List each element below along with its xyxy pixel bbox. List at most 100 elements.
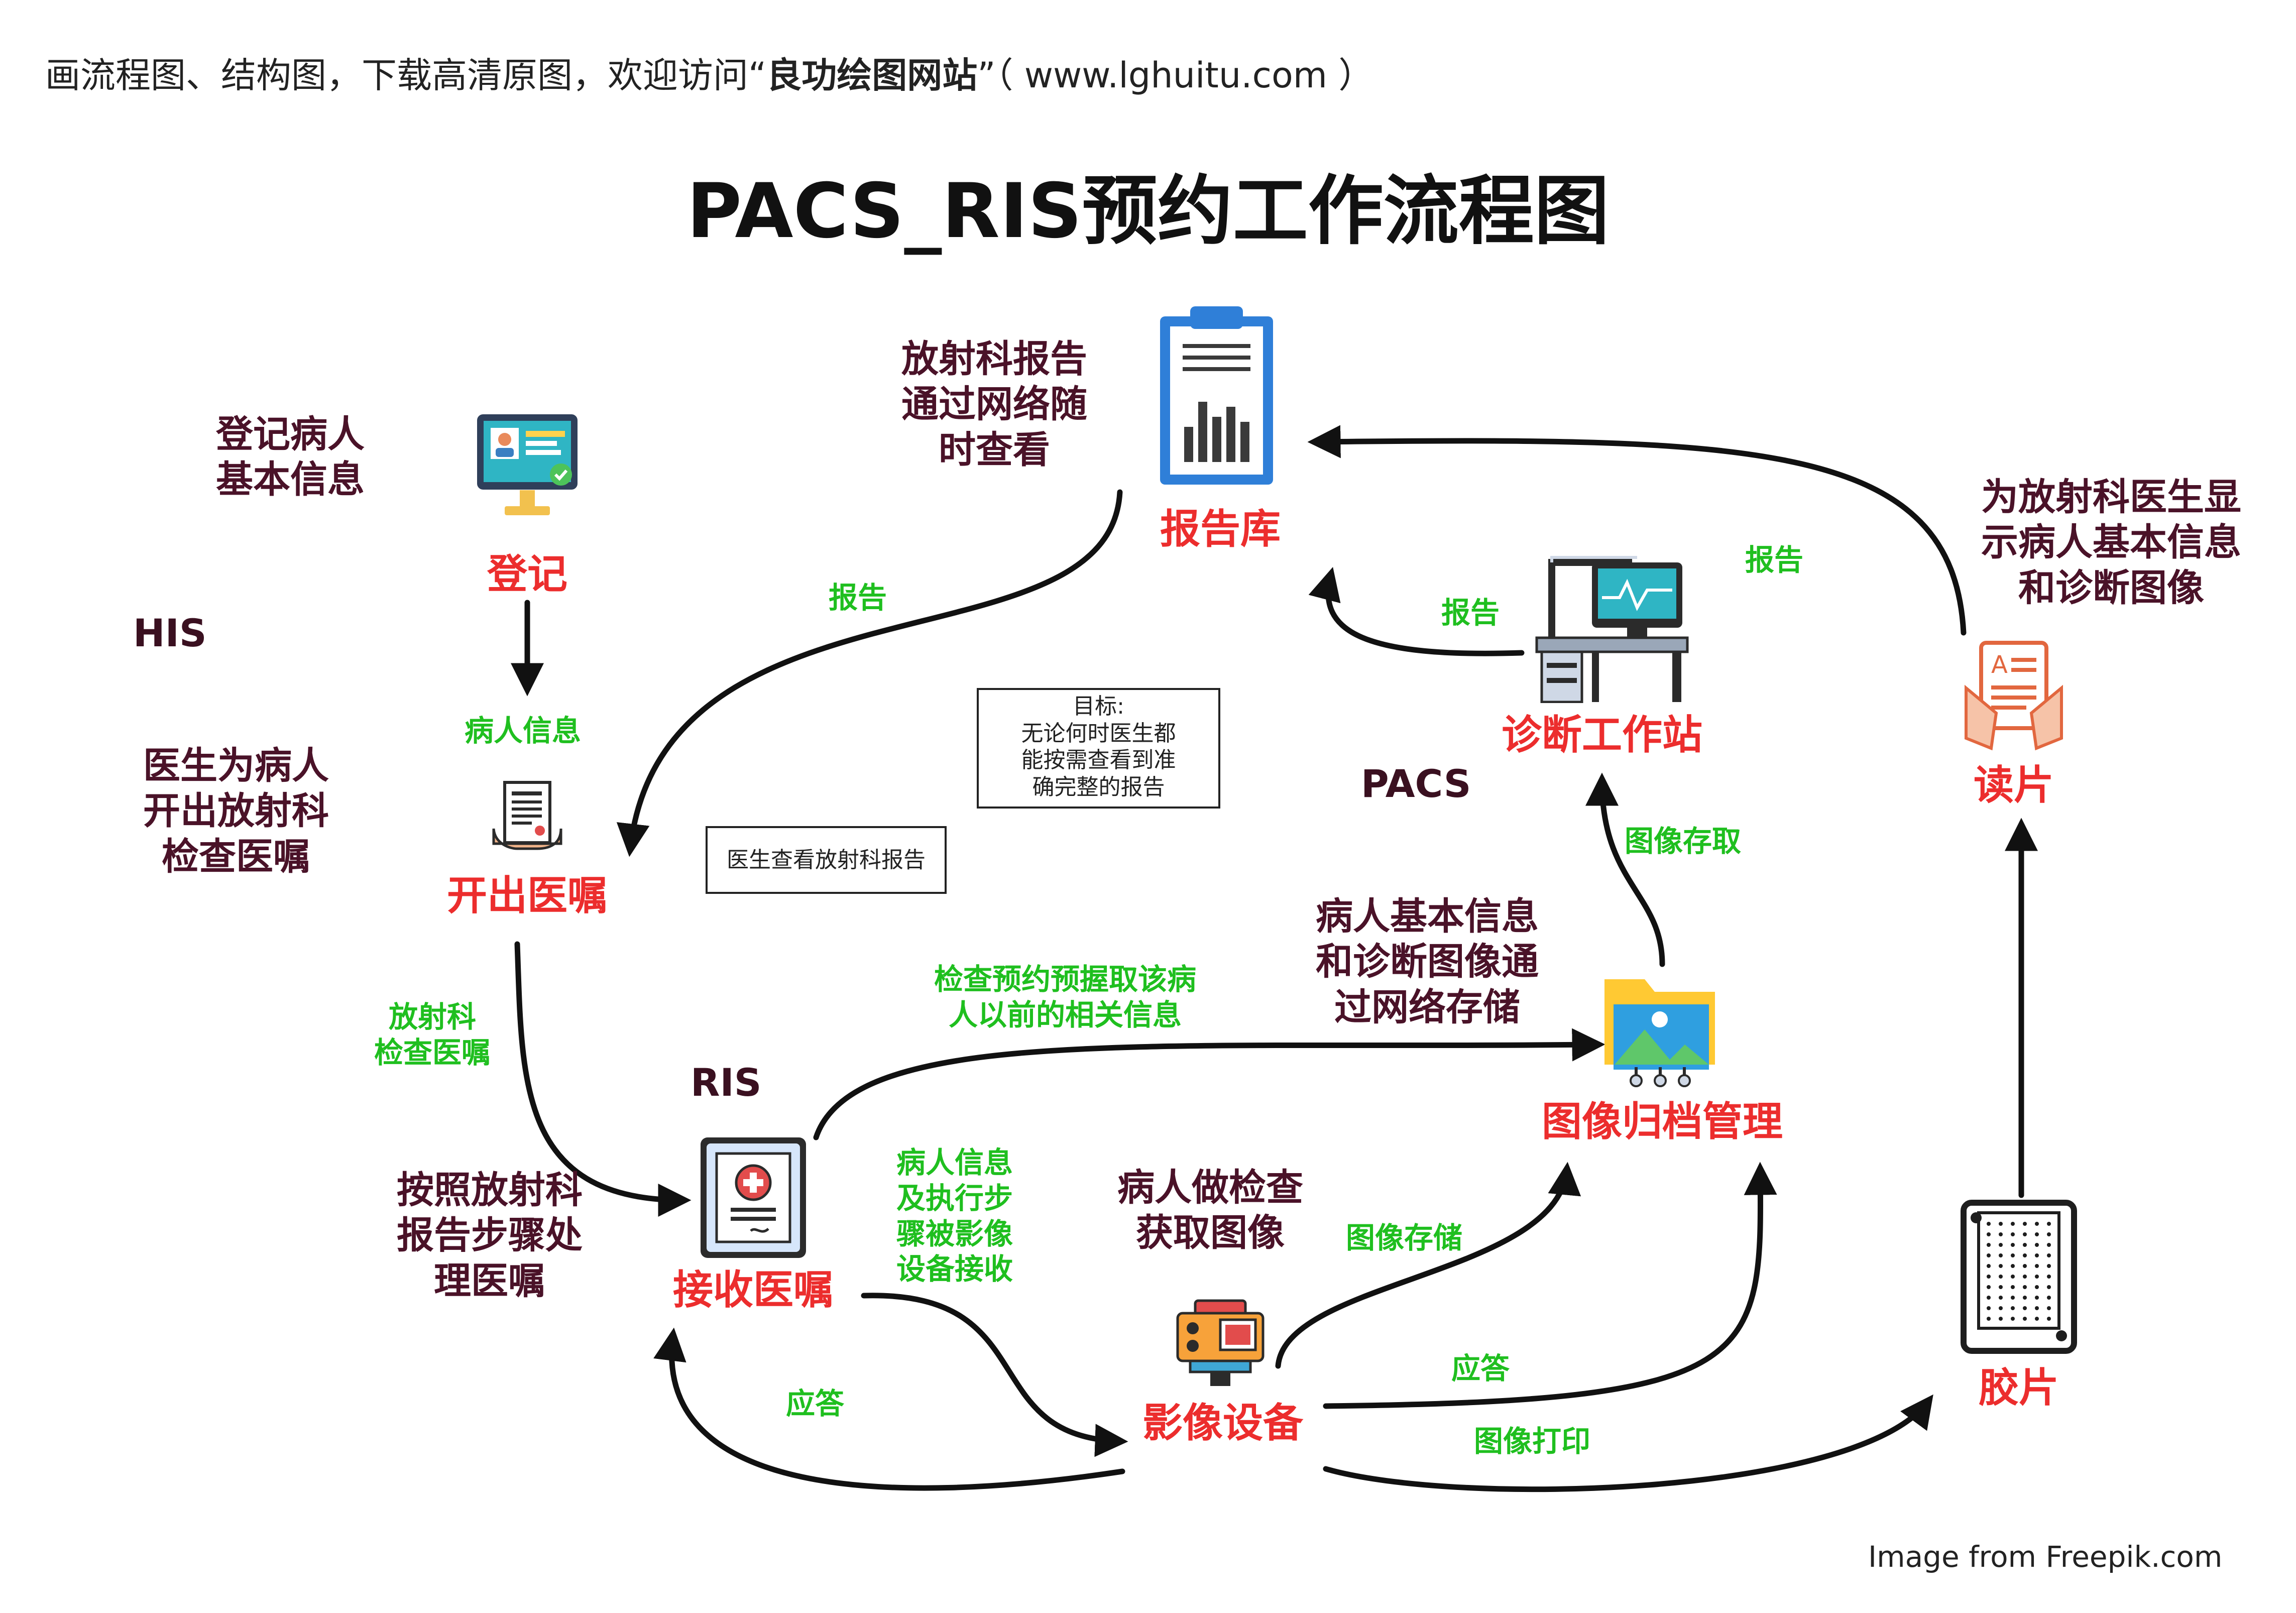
arrow-archive-to-workstation bbox=[1585, 772, 1665, 967]
node-imaging-device: 影像设备 bbox=[1142, 1400, 1303, 1446]
folder-image-icon bbox=[1604, 979, 1715, 1087]
system-label-ris: RIS bbox=[691, 1060, 762, 1105]
film-dot bbox=[1999, 1306, 2003, 1310]
header-note: 画流程图、结构图，下载高清原图，欢迎访问“良功绘图网站”（ www.lghuit… bbox=[45, 54, 1373, 97]
film-dot bbox=[2035, 1243, 2039, 1247]
desc-report-view: 放射科报告 通过网络随 时查看 bbox=[901, 337, 1087, 472]
prescription-document-icon bbox=[492, 781, 562, 850]
node-receive-order: 接收医嘱 bbox=[673, 1266, 834, 1313]
film-dot bbox=[1987, 1253, 1991, 1257]
film-dot bbox=[1999, 1317, 2003, 1321]
desc-exam: 病人做检查 获取图像 bbox=[1117, 1166, 1303, 1255]
arrow-workstation-to-reportdb bbox=[1308, 567, 1525, 656]
film-dot bbox=[2023, 1232, 2027, 1236]
desc-process: 按照放射科 报告步骤处 理医嘱 bbox=[397, 1169, 583, 1303]
film-dot bbox=[2035, 1306, 2039, 1310]
svg-text:A: A bbox=[1991, 651, 2008, 679]
arrow-device-to-receive bbox=[653, 1327, 1125, 1491]
film-dot bbox=[2047, 1317, 2051, 1321]
film-dot bbox=[1999, 1243, 2003, 1247]
film-dot bbox=[1987, 1232, 1991, 1236]
film-dot bbox=[2047, 1253, 2051, 1257]
edge-label-report-to-order: 报告 bbox=[829, 581, 887, 615]
arrow-device-to-archive-store bbox=[1275, 1162, 1581, 1369]
node-report-db: 报告库 bbox=[1160, 506, 1281, 552]
film-dot bbox=[2011, 1296, 2015, 1300]
film-dot bbox=[1999, 1285, 2003, 1289]
node-film: 胶片 bbox=[1979, 1364, 2059, 1411]
system-label-his: HIS bbox=[133, 611, 207, 655]
film-dot bbox=[2023, 1285, 2027, 1289]
film-dot bbox=[2047, 1296, 2051, 1300]
arrow-reportdb-to-order bbox=[616, 489, 1123, 857]
film-dot bbox=[1987, 1243, 1991, 1247]
note-goal-text: 目标: 无论何时医生都 能按需查看到准 确完整的报告 bbox=[1021, 694, 1176, 800]
header-suffix: ”（ www.lghuitu.com ） bbox=[977, 55, 1374, 96]
film-dot bbox=[2023, 1275, 2027, 1279]
header-prefix: 画流程图、结构图，下载高清原图，欢迎访问“ bbox=[45, 55, 767, 96]
desc-register: 登记病人 基本信息 bbox=[216, 413, 365, 502]
film-dot bbox=[2023, 1296, 2027, 1300]
edge-label-report-ws: 报告 bbox=[1441, 596, 1500, 630]
film-dot bbox=[1987, 1285, 1991, 1289]
film-dot bbox=[2047, 1232, 2051, 1236]
film-dot bbox=[2035, 1222, 2039, 1226]
edge-label-response-right: 应答 bbox=[1451, 1351, 1510, 1386]
film-dot bbox=[2047, 1222, 2051, 1226]
film-dot bbox=[2011, 1253, 2015, 1257]
arrow-receive-to-archive bbox=[813, 1028, 1605, 1140]
desc-display: 为放射科医生显 示病人基本信息 和诊断图像 bbox=[1981, 476, 2241, 610]
film-dot bbox=[2047, 1285, 2051, 1289]
film-dot bbox=[2023, 1222, 2027, 1226]
node-register: 登记 bbox=[487, 551, 567, 598]
film-icon bbox=[1961, 1200, 2077, 1354]
arrow-receive-to-device bbox=[861, 1293, 1128, 1457]
note-doctor-view-text: 医生查看放射科报告 bbox=[727, 847, 926, 873]
edge-label-image-store: 图像存储 bbox=[1346, 1221, 1463, 1255]
edge-label-info-steps: 病人信息 及执行步 骤被影像 设备接收 bbox=[896, 1145, 1013, 1287]
film-dot bbox=[2023, 1264, 2027, 1268]
film-dot bbox=[2035, 1275, 2039, 1279]
note-doctor-view: 医生查看放射科报告 bbox=[706, 826, 947, 894]
monitor-icon bbox=[477, 414, 578, 515]
film-dot bbox=[2023, 1243, 2027, 1247]
node-image-archive: 图像归档管理 bbox=[1542, 1098, 1783, 1145]
film-dot bbox=[2023, 1306, 2027, 1310]
edge-label-patient-info: 病人信息 bbox=[465, 714, 582, 748]
film-dot bbox=[1999, 1232, 2003, 1236]
edge-label-image-print: 图像打印 bbox=[1474, 1424, 1591, 1458]
film-dot bbox=[1999, 1296, 2003, 1300]
arrow-device-to-film bbox=[1323, 1394, 1933, 1492]
arrow-device-to-archive-response bbox=[1323, 1162, 1777, 1409]
arrow-reading-to-reportdb bbox=[1307, 425, 1967, 636]
film-dot bbox=[2011, 1222, 2015, 1226]
medical-certificate-icon bbox=[701, 1137, 806, 1258]
film-dot bbox=[1987, 1222, 1991, 1226]
film-dot bbox=[2011, 1275, 2015, 1279]
workstation-desk-icon bbox=[1535, 556, 1689, 703]
edge-label-image-access: 图像存取 bbox=[1625, 824, 1742, 858]
film-dot bbox=[1999, 1275, 2003, 1279]
header-site-name: 良功绘图网站 bbox=[766, 55, 978, 96]
edge-label-radiology-order: 放射科 检查医嘱 bbox=[374, 1000, 491, 1070]
film-dot bbox=[2035, 1232, 2039, 1236]
page-title: PACS_RIS预约工作流程图 bbox=[686, 168, 1610, 255]
desc-doctor-order: 医生为病人 开出放射科 检查医嘱 bbox=[143, 744, 329, 878]
film-dot bbox=[1987, 1296, 1991, 1300]
reading-tablet-icon: A bbox=[1965, 641, 2063, 751]
imaging-device-icon bbox=[1176, 1299, 1265, 1386]
node-open-order: 开出医嘱 bbox=[447, 872, 608, 919]
film-dot bbox=[2011, 1317, 2015, 1321]
edge-label-response-left: 应答 bbox=[786, 1387, 845, 1421]
film-dot bbox=[1987, 1275, 1991, 1279]
film-dot bbox=[2035, 1253, 2039, 1257]
film-dot bbox=[2047, 1243, 2051, 1247]
film-dot bbox=[2011, 1264, 2015, 1268]
film-dot bbox=[2023, 1317, 2027, 1321]
credit-text: Image from Freepik.com bbox=[1868, 1540, 2223, 1574]
film-dot bbox=[2011, 1285, 2015, 1289]
report-clipboard-icon bbox=[1160, 306, 1273, 485]
film-dot bbox=[2035, 1285, 2039, 1289]
film-dot bbox=[2011, 1306, 2015, 1310]
